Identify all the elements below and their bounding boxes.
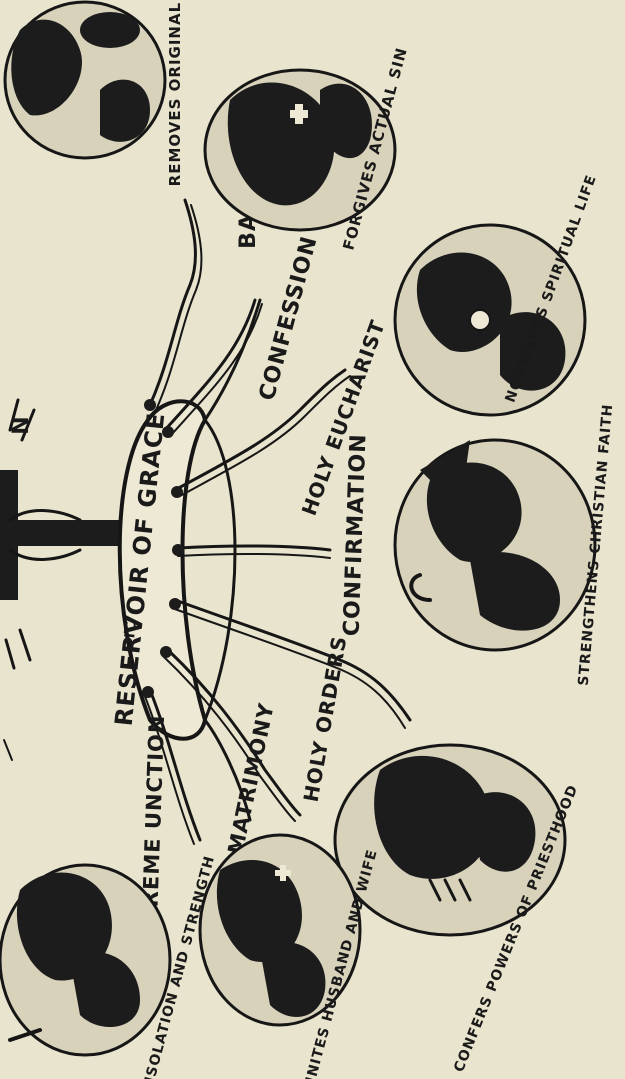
effect-label-baptism: REMOVES ORIGINAL SIN bbox=[166, 0, 184, 186]
sacrament-label-confirmation: CONFIRMATION bbox=[339, 433, 371, 637]
reservoir-mark: IC bbox=[122, 620, 140, 639]
vignette-baptism-icon bbox=[5, 2, 165, 158]
vignette-extreme-unction-icon bbox=[0, 865, 170, 1055]
partial-label: N bbox=[9, 415, 34, 434]
sacrament-label-eucharist: HOLY EUCHARIST bbox=[297, 316, 390, 518]
vignette-confirmation-icon bbox=[395, 440, 595, 650]
cross-icon bbox=[0, 470, 130, 600]
sacrament-label-confession: CONFESSION bbox=[255, 233, 323, 403]
sacrament-label-holy-orders: HOLY ORDERS bbox=[299, 634, 352, 804]
